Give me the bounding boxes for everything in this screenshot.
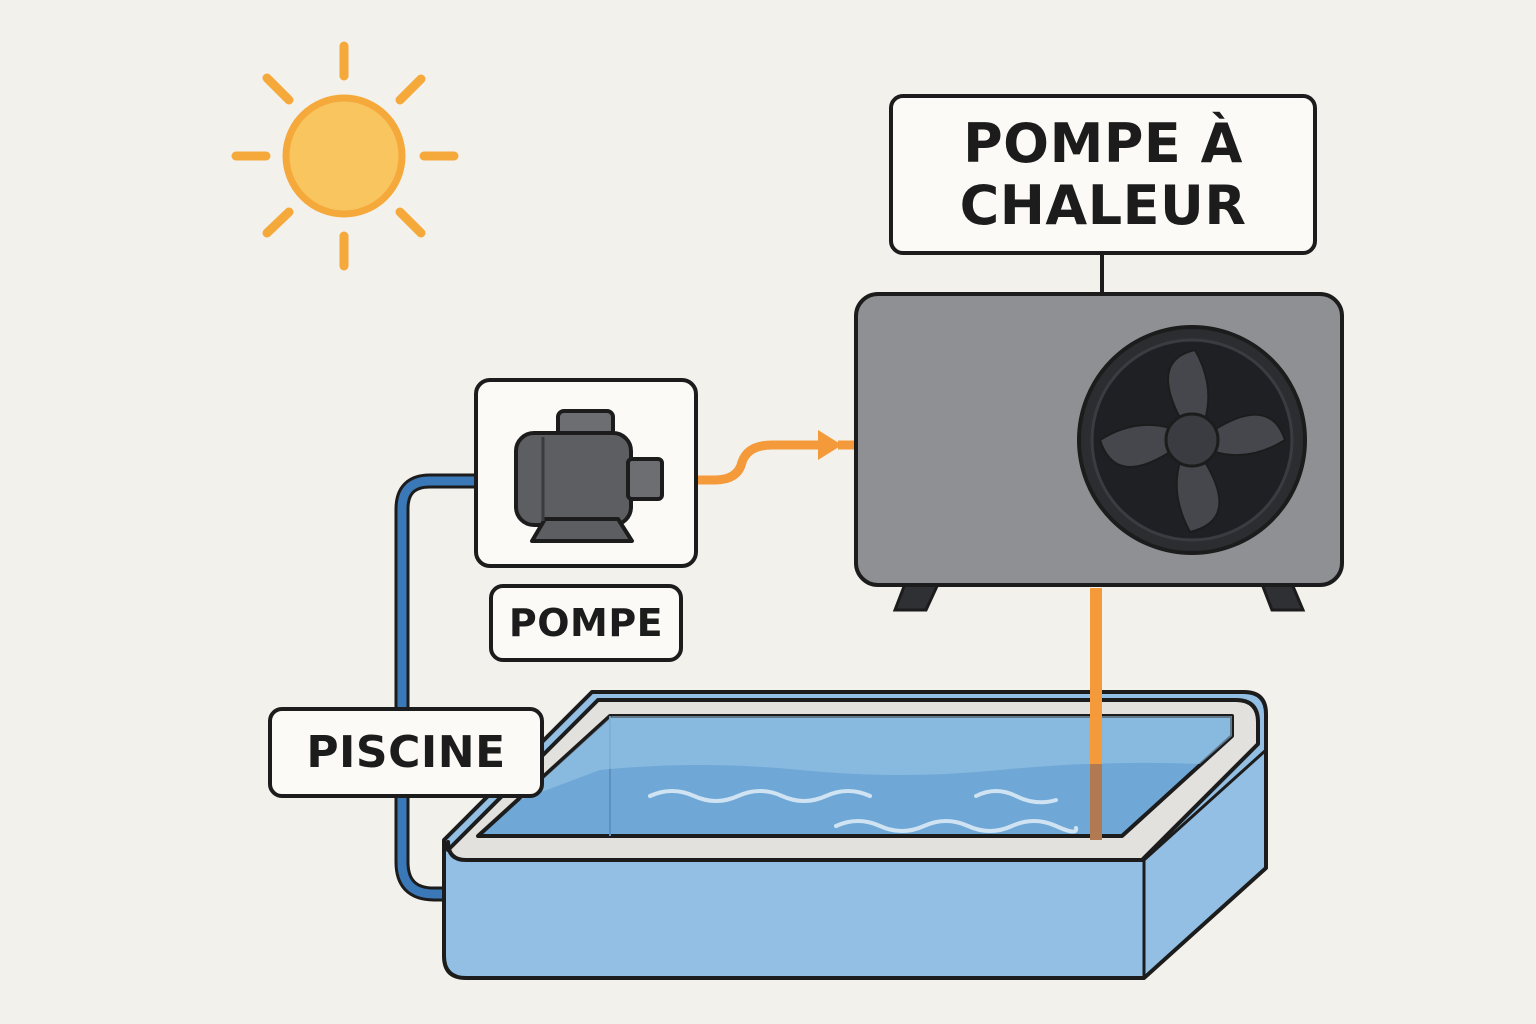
pool-label: PISCINE — [268, 707, 544, 798]
heat-pump-unit — [854, 292, 1344, 612]
heat-pump-label: POMPE À CHALEUR — [889, 94, 1317, 255]
heat-pump-foot-right — [1259, 582, 1306, 612]
fan-icon — [1077, 325, 1307, 555]
flow-arrow-icon — [818, 430, 842, 460]
pool-basin — [442, 690, 1268, 980]
hot-water-pipe-inlet — [664, 440, 820, 485]
heat-pump-label-line2: CHALEUR — [959, 173, 1247, 237]
heat-pump-label-line1: POMPE À — [963, 111, 1243, 175]
water-wave-icon — [648, 789, 1079, 834]
pump-unit — [474, 378, 698, 568]
sun-icon — [231, 41, 459, 271]
pump-motor-icon — [514, 409, 664, 543]
pump-label: POMPE — [489, 584, 683, 662]
heat-pump-foot-left — [892, 582, 941, 612]
